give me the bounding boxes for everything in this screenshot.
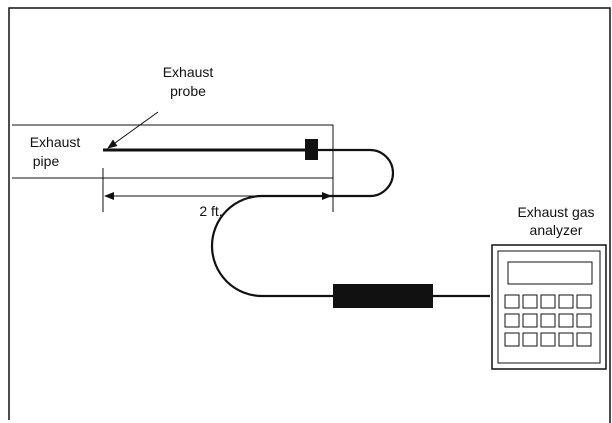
keypad-key [576,313,592,328]
keypad-key [504,313,520,328]
analyzer-display [507,261,593,285]
keypad-key [540,294,556,309]
analyzer-inner-panel [497,250,601,364]
probe-clamp [305,139,318,160]
analyzer-keypad [504,294,592,347]
keypad-key [504,332,520,347]
keypad-key [558,313,574,328]
keypad-key [558,294,574,309]
keypad-key [522,294,538,309]
exhaust-pipe [12,124,334,179]
keypad-key [504,294,520,309]
pipe-label-line2: pipe [33,153,60,169]
dimension-label: 2 ft. [199,203,222,219]
keypad-key [522,313,538,328]
keypad-key [540,332,556,347]
keypad-key [540,313,556,328]
keypad-key [558,332,574,347]
exhaust-gas-analyzer [491,244,607,370]
keypad-key [522,332,538,347]
probe-label-line2: probe [170,83,206,99]
keypad-key [576,294,592,309]
probe-leader-arrow [107,111,159,149]
sample-hose [210,148,395,298]
analyzer-label-line2: analyzer [530,222,583,238]
probe-label-line1: Exhaust [163,64,214,80]
pipe-label-line1: Exhaust [30,134,81,150]
inline-filter [333,284,433,308]
diagram-frame [8,7,611,423]
analyzer-label-line1: Exhaust gas [517,204,594,220]
keypad-key [576,332,592,347]
